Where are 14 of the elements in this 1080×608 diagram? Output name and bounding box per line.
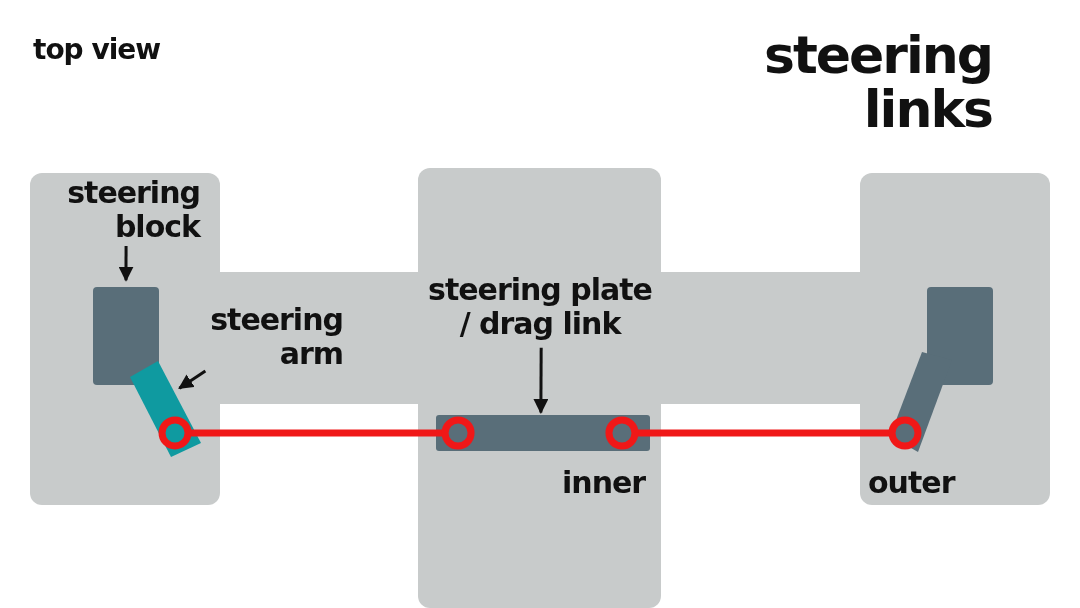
part-label: steering block: [50, 176, 200, 244]
steering-block: [927, 287, 993, 385]
leader-arrow: [533, 347, 549, 414]
tie-rod: [158, 416, 475, 450]
part-label: steering arm: [195, 303, 343, 371]
leader-arrow: [118, 246, 134, 282]
pivot-label: outer: [868, 465, 955, 501]
view-label: top view: [33, 33, 161, 67]
steering-block: [93, 287, 159, 385]
pivot-label: inner: [562, 465, 646, 501]
part-label: steering plate / drag link: [423, 273, 657, 341]
tie-rod: [605, 416, 922, 450]
leader-arrow: [178, 369, 207, 390]
diagram-title: steering links: [762, 28, 992, 136]
